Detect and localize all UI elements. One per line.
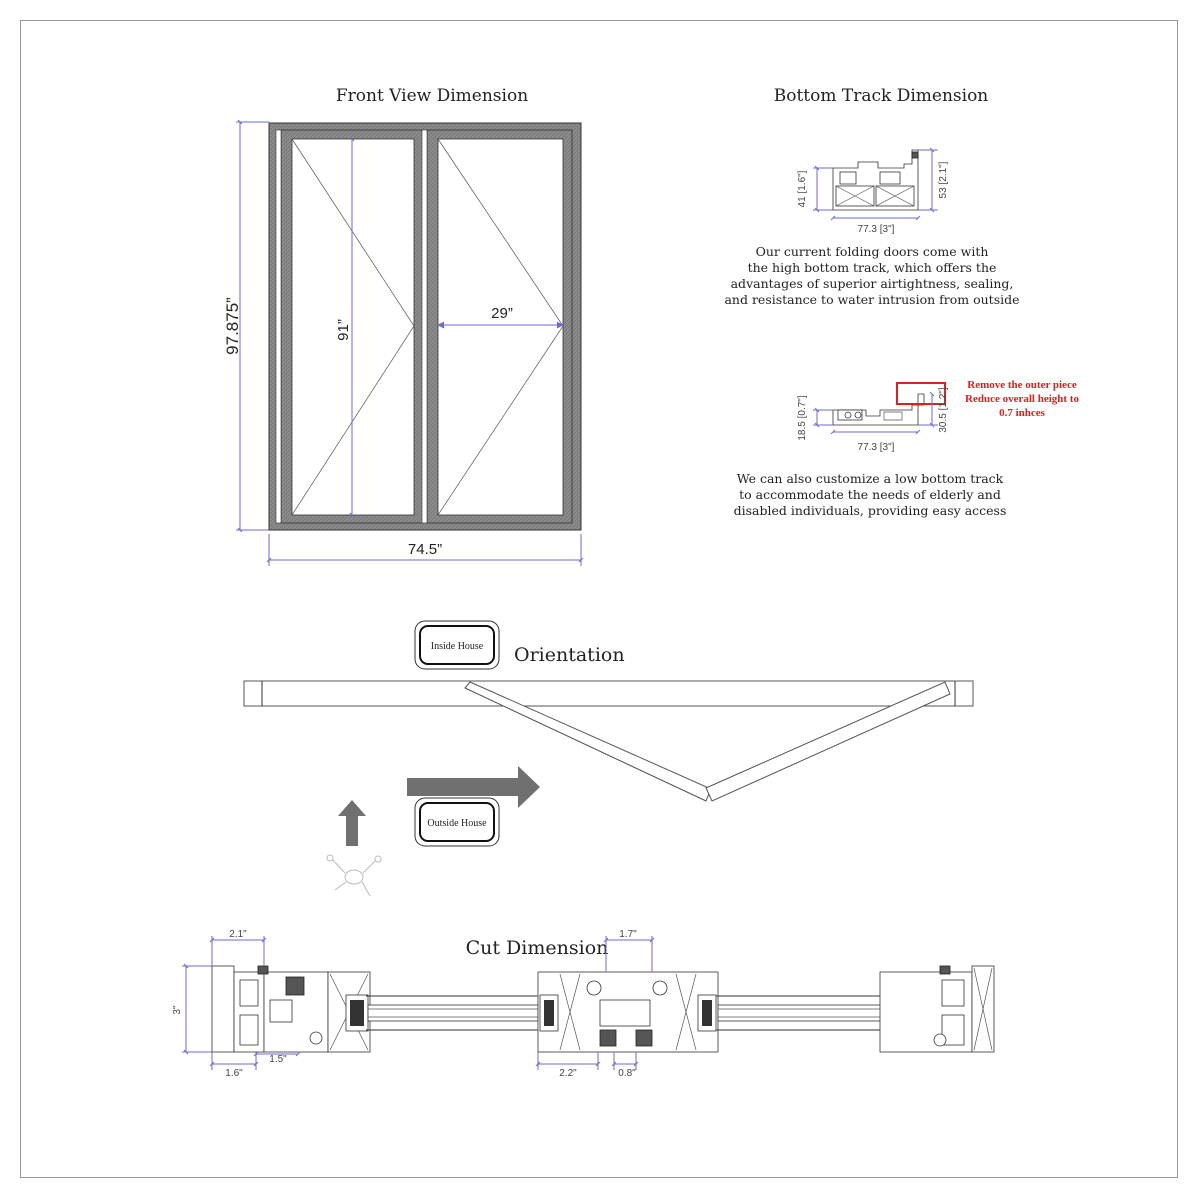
high-track-width: 77.3 [3"]	[858, 224, 895, 235]
cut-dim-bottom-middle-right: 0.8"	[618, 1068, 636, 1079]
overall-height-label: 97.875”	[223, 297, 242, 355]
panel-height-dimension: 91”	[335, 136, 355, 518]
orientation-title: Orientation	[514, 644, 625, 666]
bottom-track-title: Bottom Track Dimension	[774, 86, 989, 106]
inside-house-label: Inside House	[431, 641, 484, 652]
overall-width-label: 74.5”	[408, 541, 442, 558]
cut-dim-bottom-left: 1.6"	[225, 1068, 243, 1079]
cut-dim-top-left: 2.1"	[229, 929, 247, 940]
high-track-right-height: 53 [2.1"]	[938, 161, 949, 198]
cut-dim-top-middle: 1.7"	[619, 929, 637, 940]
svg-text:Remove the outer piece: Remove the outer piece	[967, 379, 1077, 391]
low-track-description: We can also customize a low bottom track…	[734, 471, 1007, 518]
panel-width-label: 29”	[491, 305, 513, 322]
orientation-section: Inside House Orientation Outside House	[243, 620, 974, 897]
low-track-profile: 18.5 [0.7"] 30.5 [1.2"] 77.3 [3"]	[797, 382, 949, 453]
high-track-description: Our current folding doors come with the …	[724, 244, 1019, 307]
slide-direction-arrow	[407, 766, 540, 808]
high-track-profile: 41 [1.6"] 53 [2.1"] 77.3 [3"]	[797, 147, 949, 235]
low-track-left-height: 18.5 [0.7"]	[797, 395, 808, 440]
svg-text:the high bottom track, which o: the high bottom track, which offers the	[748, 260, 997, 275]
inside-house-label-box: Inside House	[414, 620, 500, 670]
outside-house-label: Outside House	[427, 818, 487, 829]
cut-dim-bottom-left-inner: 1.5"	[269, 1054, 287, 1065]
cut-dim-height: 3"	[172, 1005, 183, 1015]
up-arrow-icon	[338, 800, 366, 846]
low-track-right-height: 30.5 [1.2"]	[938, 387, 949, 432]
front-view-title: Front View Dimension	[336, 86, 528, 106]
left-panel-swing-lines	[291, 138, 415, 516]
cut-dimension-section: Cut Dimension	[172, 929, 995, 1079]
person-icon	[326, 854, 382, 897]
svg-text:0.7 inhces: 0.7 inhces	[999, 407, 1046, 419]
panel-height-label: 91”	[335, 319, 352, 341]
door-elevation	[268, 122, 582, 531]
svg-text:advantages of superior airtigh: advantages of superior airtightness, sea…	[731, 276, 1014, 291]
svg-text:to accommodate the needs of el: to accommodate the needs of elderly and	[739, 487, 1001, 502]
plan-view-doors	[243, 680, 974, 802]
overall-width-dimension: 74.5”	[266, 534, 584, 566]
cut-dimension-lines: 2.1" 3" 1.6" 1.5" 1.7" 2.2" 0.8"	[172, 929, 655, 1079]
low-track-width: 77.3 [3"]	[858, 442, 895, 453]
front-view-section: Front View Dimension 97.875”	[223, 86, 584, 566]
svg-text:and resistance to water intrus: and resistance to water intrusion from o…	[724, 292, 1019, 307]
page-border	[20, 20, 1178, 1178]
cut-dimension-title: Cut Dimension	[466, 937, 609, 959]
left-glass-panel	[345, 994, 540, 1032]
overall-height-dimension: 97.875”	[223, 119, 269, 533]
cut-dim-bottom-middle: 2.2"	[559, 1068, 577, 1079]
svg-text:disabled individuals, providin: disabled individuals, providing easy acc…	[734, 503, 1007, 518]
panel-width-dimension: 29”	[437, 305, 564, 329]
low-track-red-note: Remove the outer piece Reduce overall he…	[965, 379, 1079, 419]
middle-profile	[537, 971, 719, 1053]
outside-house-label-box: Outside House	[414, 797, 500, 847]
right-frame-profile	[879, 965, 995, 1053]
svg-text:Reduce overall height to: Reduce overall height to	[965, 393, 1079, 405]
outer-piece-highlight	[896, 382, 946, 405]
high-track-left-height: 41 [1.6"]	[797, 170, 808, 207]
svg-text:Our current folding doors come: Our current folding doors come with	[756, 244, 989, 259]
svg-text:We can also customize a low bo: We can also customize a low bottom track	[737, 471, 1004, 486]
bottom-track-section: Bottom Track Dimension 41 [1.6"] 53 [2.1…	[724, 86, 1079, 518]
